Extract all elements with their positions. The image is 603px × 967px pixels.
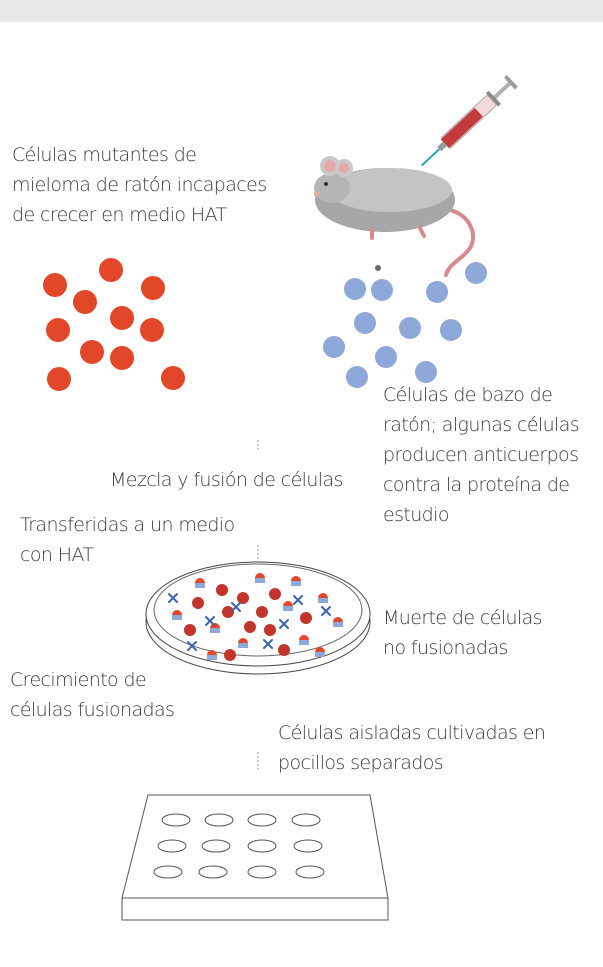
petri-dish-icon — [145, 561, 371, 675]
label-myeloma-cells: Células mutantes de mieloma de ratón inc… — [12, 144, 267, 226]
spleen-cells — [323, 262, 487, 388]
myeloma-cells — [43, 258, 185, 391]
mouse-icon — [314, 156, 476, 277]
well-plate-icon — [121, 794, 389, 921]
label-fused-growth: Crecimiento de células fusionadas — [10, 669, 175, 721]
label-unfused-death: Muerte de células no fusionadas — [383, 607, 543, 659]
label-hat-transfer: Transferidas a un medio con HAT — [20, 514, 235, 566]
top-bar — [0, 0, 603, 22]
label-spleen-cells: Células de bazo de ratón; algunas célula… — [383, 384, 580, 526]
label-fusion: Mezcla y fusión de células — [110, 469, 343, 491]
syringe-icon — [421, 75, 518, 167]
label-isolated-cells: Células aisladas cultivadas en pocillos … — [278, 722, 546, 774]
